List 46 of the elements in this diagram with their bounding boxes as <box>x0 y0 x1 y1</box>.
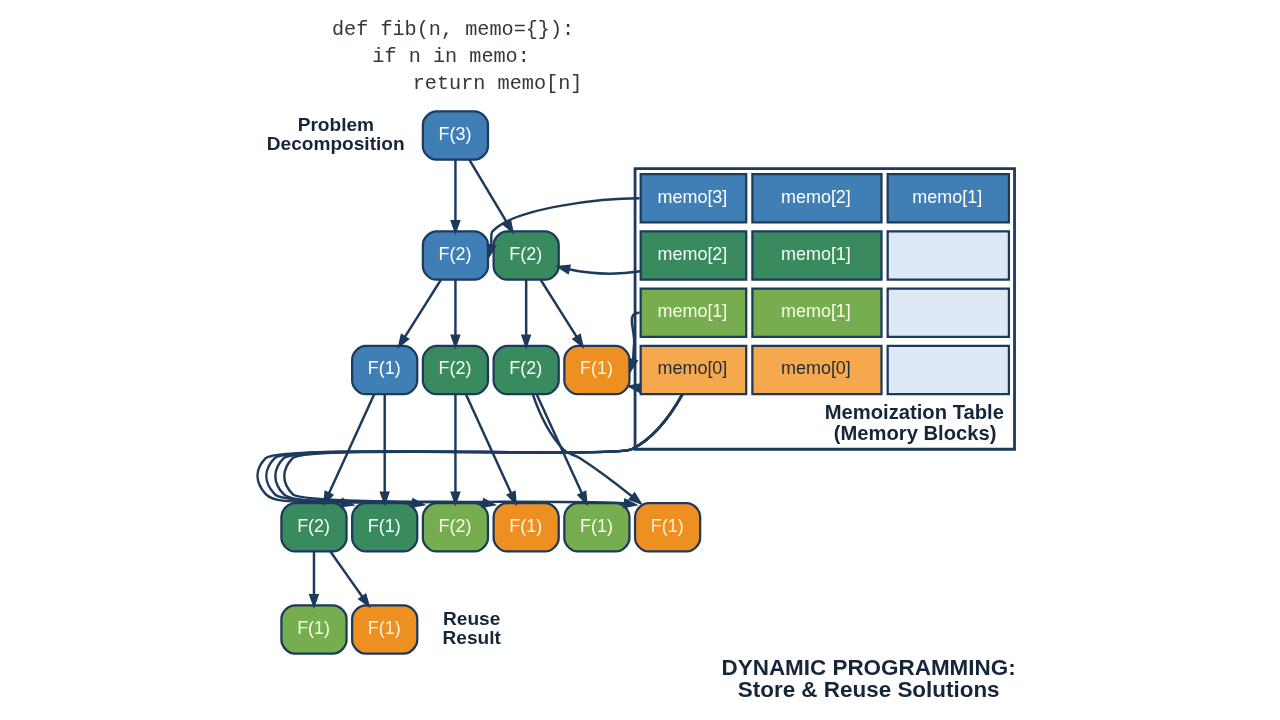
label: Problem Decomposition <box>266 113 405 154</box>
label: return memo[n] <box>412 72 582 96</box>
arrow <box>486 197 640 260</box>
node-box: F(2) <box>421 502 489 553</box>
node-box <box>886 287 1010 339</box>
arrow <box>539 279 584 349</box>
node-box: F(2) <box>421 230 489 281</box>
arrow <box>520 280 531 350</box>
node-box: memo[1] <box>639 287 747 339</box>
node-box: F(1) <box>562 502 631 553</box>
node-box <box>886 230 1010 281</box>
arrow <box>531 393 643 506</box>
node-box: F(1) <box>491 502 560 553</box>
arrow <box>449 280 461 350</box>
node-box: memo[3] <box>639 173 747 224</box>
arrow <box>328 550 371 609</box>
label: Reuse Result <box>442 607 501 648</box>
node-box: F(2) <box>491 230 560 281</box>
node-box: F(1) <box>350 344 418 396</box>
node-box <box>886 344 1010 396</box>
arrow <box>449 159 461 235</box>
node-box: memo[1] <box>750 287 883 339</box>
node-box: memo[2] <box>639 230 747 281</box>
node-box: F(1) <box>562 344 631 396</box>
node-box: F(3) <box>421 110 489 161</box>
node-box: F(2) <box>279 502 348 553</box>
arrow <box>308 551 319 609</box>
arrow <box>467 159 514 235</box>
node-box: memo[1] <box>750 230 883 281</box>
node-box: F(1) <box>350 604 418 655</box>
arrow <box>535 393 588 507</box>
node-box: F(1) <box>633 502 701 553</box>
label: def fib(n, memo={}): <box>331 18 574 42</box>
arrow <box>449 394 461 507</box>
arrow <box>396 279 442 349</box>
label: if n in memo: <box>371 45 530 69</box>
arrow <box>378 394 390 507</box>
node-box: F(1) <box>350 502 418 553</box>
node-box: memo[1] <box>886 173 1010 224</box>
node-box: F(1) <box>279 604 348 655</box>
node-box: F(2) <box>491 344 560 396</box>
node-box: memo[2] <box>750 173 883 224</box>
arrow <box>554 264 640 275</box>
node-box: memo[0] <box>750 344 883 396</box>
node-box: F(2) <box>421 344 489 396</box>
diagram-title: DYNAMIC PROGRAMMING: Store & Reuse Solutions <box>721 654 1016 703</box>
